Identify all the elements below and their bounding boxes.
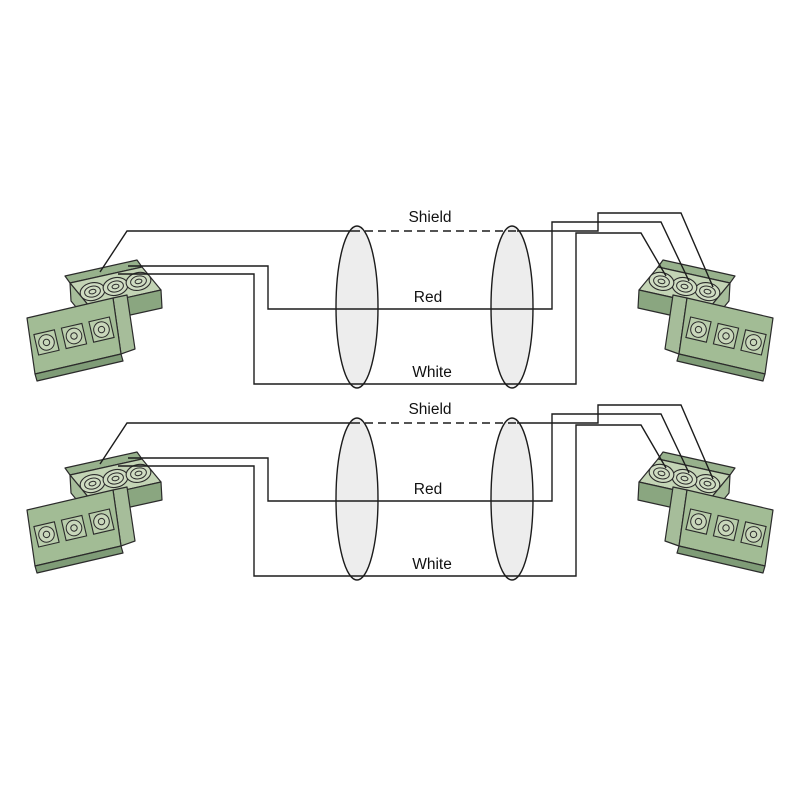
shield-wire-right xyxy=(517,212,714,288)
terminal-block-right-icon xyxy=(637,451,774,574)
white-wire xyxy=(118,424,667,577)
terminal-block-right-icon xyxy=(637,259,774,382)
cable-jacket-ellipse-right xyxy=(490,417,534,581)
red-wire xyxy=(128,413,690,502)
shield-wire-right xyxy=(517,404,714,480)
row-1: Shield Red White xyxy=(26,209,774,389)
cable-jacket-ellipse-left xyxy=(335,417,379,581)
red-wire xyxy=(128,221,690,310)
white-wire xyxy=(118,232,667,385)
shield-label: Shield xyxy=(408,401,451,418)
cable-jacket-ellipse-left xyxy=(335,225,379,389)
shield-wire-left xyxy=(99,230,352,273)
shield-label: Shield xyxy=(408,209,451,226)
cable-jacket-ellipse-right xyxy=(490,225,534,389)
row-2: Shield Red White xyxy=(26,401,774,581)
white-label: White xyxy=(412,556,452,573)
red-label: Red xyxy=(414,289,442,306)
white-label: White xyxy=(412,364,452,381)
shield-wire-left xyxy=(99,422,352,465)
red-label: Red xyxy=(414,481,442,498)
terminal-block-left-icon xyxy=(26,259,163,382)
terminal-block-left-icon xyxy=(26,451,163,574)
